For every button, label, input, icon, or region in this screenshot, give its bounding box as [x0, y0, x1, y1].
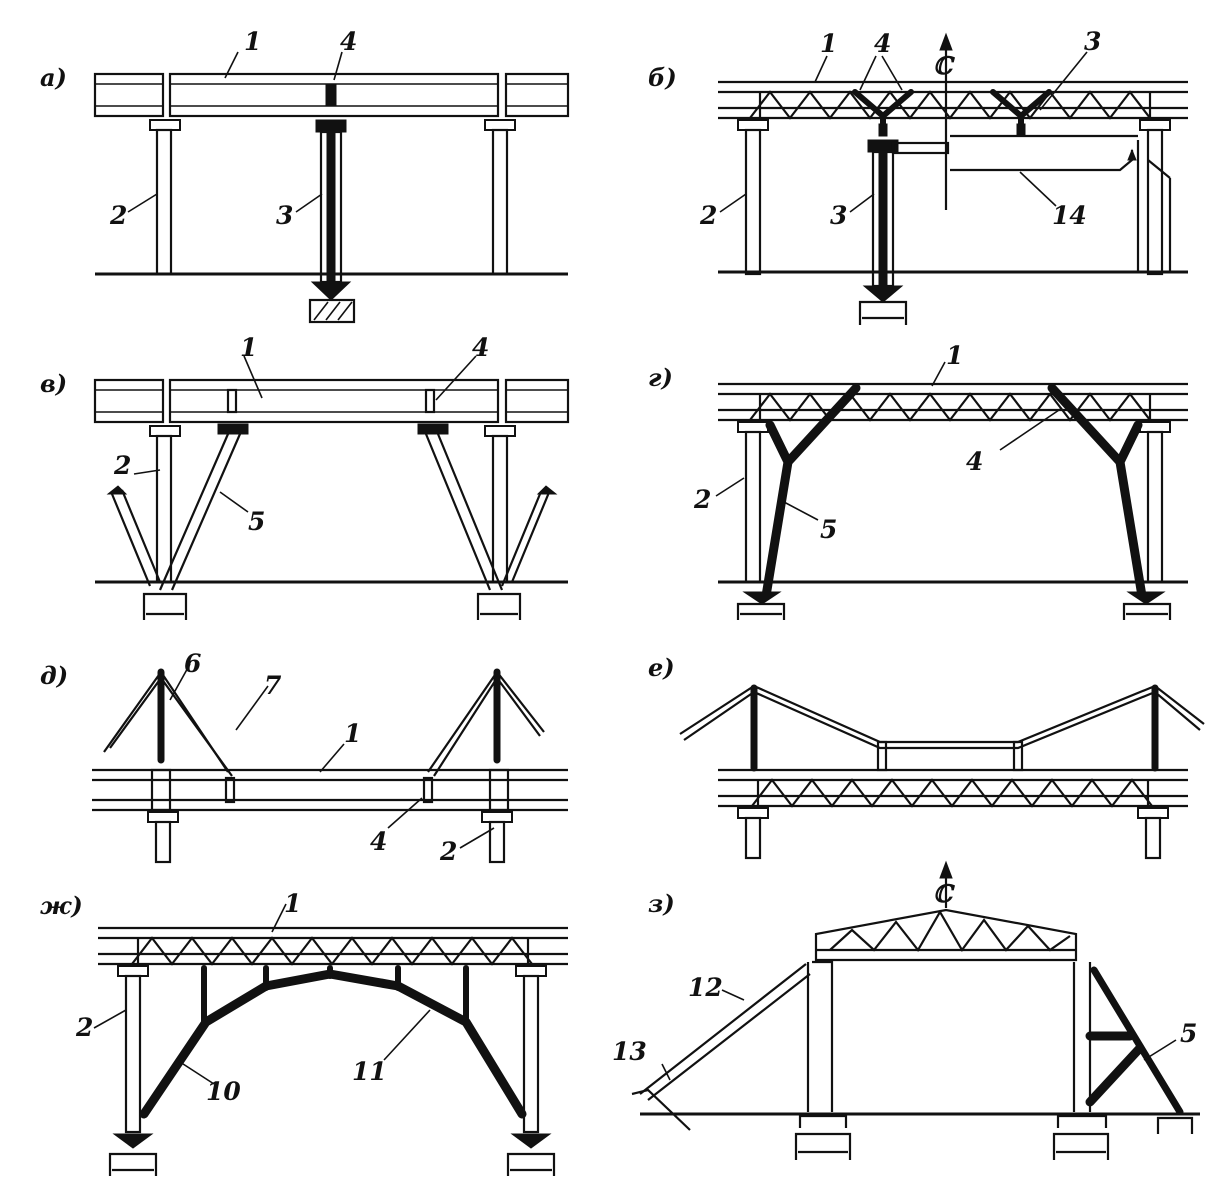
- panel-b-label-4: 4: [874, 29, 891, 58]
- panel-v-columns: [106, 425, 558, 620]
- panel-z-label-13: 13: [612, 1037, 647, 1066]
- panel-d: д) 6 7 1 4: [40, 649, 568, 866]
- panel-d-label-4: 4: [370, 827, 387, 856]
- panel-zh-label-2: 2: [75, 1013, 93, 1042]
- panel-z-letter: з): [648, 889, 675, 918]
- panel-a-label-3: 3: [276, 201, 293, 230]
- panel-g-label-2: 2: [693, 485, 711, 514]
- panel-a: а): [40, 27, 570, 324]
- panel-v-label-5: 5: [248, 507, 265, 536]
- panel-g-supports: [736, 383, 1172, 620]
- panel-zh-arch: [108, 965, 556, 1176]
- panel-g-truss: [718, 382, 1188, 422]
- panel-z-axis-symbol: ℂ: [933, 879, 955, 908]
- panel-g-label-4: 4: [966, 447, 983, 476]
- panel-b-truss: [718, 80, 1188, 127]
- panel-zh-label-1: 1: [284, 889, 301, 918]
- panel-b-label-3: 3: [830, 201, 847, 230]
- panel-b-axis-symbol: ℂ: [933, 51, 955, 80]
- panel-d-label-6: 6: [184, 649, 201, 678]
- panel-z-axis-arrow: [939, 860, 953, 879]
- panel-z-label-5: 5: [1180, 1019, 1197, 1048]
- panel-d-label-1: 1: [344, 719, 361, 748]
- panel-b-letter: б): [648, 63, 677, 92]
- panel-g: г) 1 4 2 5: [648, 341, 1188, 620]
- panel-a-letter: а): [40, 63, 67, 92]
- panel-v-label-2: 2: [113, 451, 131, 480]
- panel-b-columns: [737, 119, 1172, 325]
- panel-e-letter: е): [648, 653, 675, 682]
- panel-b-label-2: 2: [699, 201, 717, 230]
- panel-v-beam: [93, 378, 570, 435]
- panel-d-masts: [103, 668, 545, 864]
- panel-b-label-14: 14: [1052, 201, 1087, 230]
- panel-z: з) ℂ 12 13 5: [612, 860, 1200, 1160]
- panel-z-columns: [631, 960, 1194, 1160]
- panel-v: в): [40, 333, 570, 620]
- panel-z-truss: [814, 908, 1078, 962]
- panel-zh-letter: ж): [40, 891, 83, 920]
- panel-a-columns: [149, 119, 516, 324]
- panel-d-beam: [92, 768, 568, 812]
- panel-b-label-3-top: 3: [1084, 27, 1101, 56]
- panel-zh: ж) 1: [40, 889, 568, 1176]
- panel-e: е): [648, 653, 1205, 860]
- panel-d-label-7: 7: [264, 671, 282, 700]
- panel-a-label-2: 2: [109, 201, 127, 230]
- panel-z-label-12: 12: [688, 973, 723, 1002]
- panel-a-label-1: 1: [244, 27, 261, 56]
- panel-d-label-2: 2: [439, 837, 457, 866]
- panel-b: б) ℂ: [648, 27, 1188, 325]
- panel-zh-label-10: 10: [206, 1077, 241, 1106]
- panel-v-letter: в): [40, 369, 67, 398]
- panel-g-label-1: 1: [946, 341, 963, 370]
- panel-b-axis-arrow: [939, 32, 953, 51]
- panel-g-label-5: 5: [820, 515, 837, 544]
- panel-a-label-4: 4: [340, 27, 357, 56]
- panel-g-letter: г): [648, 363, 673, 392]
- panel-a-beam: [93, 72, 570, 118]
- panel-e-cables: [679, 684, 1205, 860]
- panel-zh-label-11: 11: [352, 1057, 387, 1086]
- panel-b-label-1: 1: [820, 29, 837, 58]
- panel-v-label-1: 1: [240, 333, 257, 362]
- panel-v-label-4: 4: [472, 333, 489, 362]
- panel-e-truss: [718, 768, 1188, 808]
- panel-d-letter: д): [40, 661, 68, 690]
- panel-zh-truss: [98, 926, 568, 966]
